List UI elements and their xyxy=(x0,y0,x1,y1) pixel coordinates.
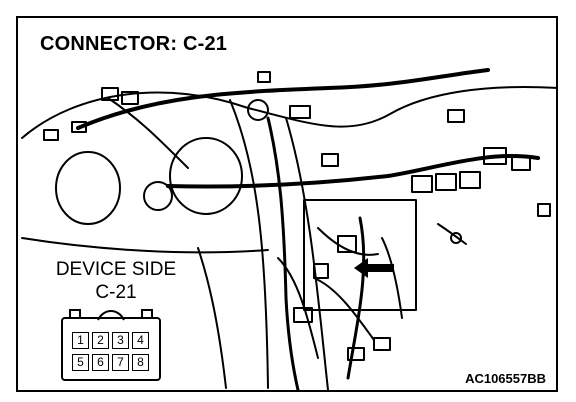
diagram-frame: CONNECTOR: C-21 DEVICE SIDE C-21 1 2 3 4… xyxy=(16,16,558,392)
connector-block xyxy=(347,347,365,361)
connector-block xyxy=(71,121,87,133)
wire xyxy=(381,237,403,319)
connector-block xyxy=(289,105,311,119)
center-console-edge xyxy=(285,117,329,390)
connector-block xyxy=(483,147,507,165)
connector-block xyxy=(373,337,391,351)
connector-block xyxy=(459,171,481,189)
branch-harness-1 xyxy=(266,116,300,390)
figure-code: AC106557BB xyxy=(465,371,546,386)
branch-harness-2 xyxy=(346,216,366,380)
page-title: CONNECTOR: C-21 xyxy=(40,33,228,55)
dashboard-outline xyxy=(21,86,556,139)
pin-7: 7 xyxy=(112,354,129,371)
connector-latch-right xyxy=(141,309,153,319)
connector-block xyxy=(447,109,465,123)
connector-block xyxy=(293,307,313,323)
connector-block xyxy=(411,175,433,193)
gauge-right xyxy=(169,137,243,215)
gauge-small xyxy=(143,181,173,211)
connector-block xyxy=(257,71,271,83)
device-side-caption: DEVICE SIDE C-21 xyxy=(40,258,192,304)
wire xyxy=(437,223,467,245)
pin-6: 6 xyxy=(92,354,109,371)
connector-face-outline xyxy=(61,317,161,381)
wire xyxy=(277,257,319,359)
device-side-label: DEVICE SIDE xyxy=(55,259,177,280)
connector-block xyxy=(121,91,139,105)
pin-4: 4 xyxy=(132,332,149,349)
wire xyxy=(313,277,375,341)
clip xyxy=(450,232,462,244)
pin-1: 1 xyxy=(72,332,89,349)
connector-latch-left xyxy=(69,309,81,319)
main-harness-upper xyxy=(76,68,490,130)
branch-harness-3 xyxy=(107,97,189,169)
pin-3: 3 xyxy=(112,332,129,349)
connector-lock-tab xyxy=(97,310,125,321)
wire xyxy=(317,227,379,256)
connector-block xyxy=(435,173,457,191)
connector-label: C-21 xyxy=(95,282,137,303)
connector-block xyxy=(101,87,119,101)
wire xyxy=(197,247,227,389)
pin-5: 5 xyxy=(72,354,89,371)
connector-block xyxy=(43,129,59,141)
connector-block xyxy=(313,263,329,279)
dashboard-lower-edge xyxy=(21,237,269,254)
connector-block xyxy=(321,153,339,167)
main-harness-lower xyxy=(166,154,540,189)
steering-column xyxy=(229,99,269,389)
detail-box xyxy=(303,199,417,311)
grommet xyxy=(247,99,269,121)
harness-illustration xyxy=(21,68,556,390)
pin-8: 8 xyxy=(132,354,149,371)
pointer-arrow xyxy=(354,258,394,278)
pin-2: 2 xyxy=(92,332,109,349)
connector-block xyxy=(537,203,551,217)
gauge-left xyxy=(55,151,121,225)
connector-block xyxy=(511,155,531,171)
